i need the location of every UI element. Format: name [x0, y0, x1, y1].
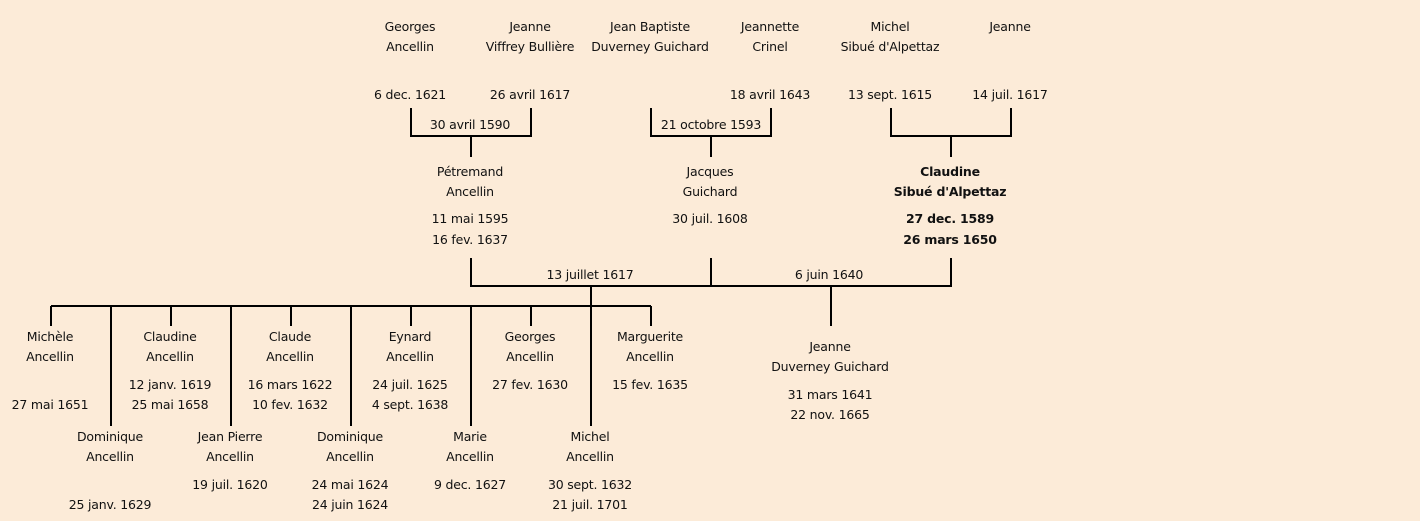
person-first-name: Claude [268, 329, 312, 344]
person-last-name: Ancellin [386, 349, 434, 364]
marriage-date-1: 13 juillet 1617 [546, 267, 634, 282]
person-last-name: Ancellin [86, 449, 134, 464]
person-date: 18 avril 1643 [729, 87, 811, 102]
marriage-bracket [470, 258, 952, 287]
person-first-name: Michel [870, 19, 910, 34]
person-death-date: 26 mars 1650 [903, 232, 997, 247]
person-date: 6 dec. 1621 [374, 87, 446, 102]
person-birth-date: 12 janv. 1619 [128, 377, 212, 392]
person-last-name: Guichard [682, 184, 738, 199]
person-first-name: Jeanne [989, 19, 1031, 34]
person-last-name: Ancellin [26, 349, 74, 364]
person-birth-date: 30 juil. 1608 [672, 211, 748, 226]
person-death-date: 16 fev. 1637 [432, 232, 508, 247]
person-first-name: Claudine [920, 164, 980, 179]
child-ticks-short [50, 306, 652, 326]
person-first-name: Marguerite [616, 329, 684, 344]
person-death-date: 22 nov. 1665 [790, 407, 870, 422]
person-last-name: Ancellin [146, 349, 194, 364]
marriage-date-2: 6 juin 1640 [794, 267, 864, 282]
person-first-name: Jacques [686, 164, 734, 179]
person-first-name: Jean Baptiste [610, 19, 690, 34]
person-first-name: Michèle [26, 329, 74, 344]
person-last-name: Ancellin [206, 449, 254, 464]
person-death-date: 27 mai 1651 [11, 397, 89, 412]
person-last-name: Ancellin [566, 449, 614, 464]
person-first-name: Eynard [388, 329, 432, 344]
person-birth-date: 19 juil. 1620 [192, 477, 268, 492]
grandparent-bracket-2 [650, 108, 772, 157]
person-first-name: Dominique [76, 429, 144, 444]
person-birth-date: 15 fev. 1635 [612, 377, 688, 392]
person-last-name: Ancellin [386, 39, 434, 54]
person-birth-date: 27 dec. 1589 [905, 211, 995, 226]
person-birth-date: 16 mars 1622 [247, 377, 333, 392]
person-birth-date: 31 mars 1641 [787, 387, 873, 402]
person-death-date: 10 fev. 1632 [252, 397, 328, 412]
person-death-date: 25 mai 1658 [131, 397, 209, 412]
grandparent-bracket-1 [410, 108, 532, 157]
person-last-name: Ancellin [506, 349, 554, 364]
person-death-date: 25 janv. 1629 [68, 497, 152, 512]
person-birth-date: 11 mai 1595 [431, 211, 509, 226]
person-last-name: Duverney Guichard [591, 39, 709, 54]
person-birth-date: 30 sept. 1632 [547, 477, 633, 492]
person-last-name: Sibué d'Alpettaz [893, 184, 1007, 199]
person-first-name: Jeanne [509, 19, 551, 34]
person-birth-date: 24 juil. 1625 [372, 377, 448, 392]
person-last-name: Ancellin [446, 184, 494, 199]
person-last-name: Viffrey Bullière [485, 39, 575, 54]
person-first-name: Claudine [143, 329, 197, 344]
person-first-name: Georges [504, 329, 556, 344]
person-last-name: Ancellin [626, 349, 674, 364]
person-birth-date: 27 fev. 1630 [492, 377, 568, 392]
person-last-name: Duverney Guichard [771, 359, 889, 374]
person-death-date: 4 sept. 1638 [371, 397, 449, 412]
person-birth-date: 24 mai 1624 [311, 477, 389, 492]
child-ticks-long [110, 306, 592, 426]
person-date: 26 avril 1617 [489, 87, 571, 102]
person-first-name: Jean Pierre [197, 429, 263, 444]
person-first-name: Georges [384, 19, 436, 34]
person-first-name: Dominique [316, 429, 384, 444]
person-date: 13 sept. 1615 [847, 87, 933, 102]
grandparent-bracket-3 [890, 108, 1012, 157]
person-death-date: 21 juil. 1701 [552, 497, 628, 512]
person-death-date: 24 juin 1624 [311, 497, 389, 512]
person-first-name: Pétremand [436, 164, 504, 179]
person-last-name: Ancellin [446, 449, 494, 464]
person-first-name: Michel [570, 429, 610, 444]
marriage-date-grandparents-1: 30 avril 1590 [429, 117, 511, 132]
person-first-name: Jeanne [809, 339, 851, 354]
person-birth-date: 9 dec. 1627 [434, 477, 506, 492]
person-last-name: Ancellin [266, 349, 314, 364]
person-first-name: Marie [453, 429, 487, 444]
person-last-name: Crinel [752, 39, 788, 54]
marriage-date-grandparents-2: 21 octobre 1593 [660, 117, 762, 132]
person-last-name: Sibué d'Alpettaz [840, 39, 940, 54]
person-last-name: Ancellin [326, 449, 374, 464]
person-date: 14 juil. 1617 [972, 87, 1048, 102]
person-first-name: Jeannette [740, 19, 800, 34]
